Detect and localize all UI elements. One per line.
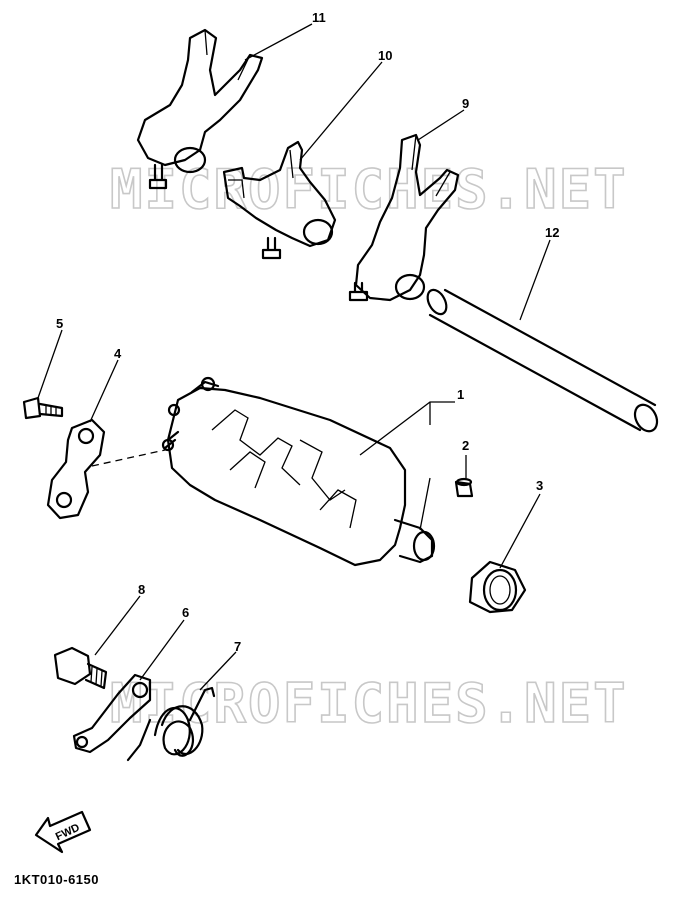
- callout-2: 2: [462, 438, 469, 453]
- fwd-arrow-icon: FWD: [34, 810, 92, 854]
- shift-fork-10: [222, 140, 337, 260]
- catalog-code: 1KT010-6150: [14, 872, 99, 887]
- callout-12: 12: [545, 225, 559, 240]
- pin-2: [454, 477, 474, 498]
- watermark-top: MICROFICHES.NET: [110, 158, 628, 221]
- guide-bar-12: [426, 288, 659, 433]
- callout-4: 4: [114, 346, 122, 361]
- callout-7: 7: [234, 639, 241, 654]
- callout-1: 1: [457, 387, 464, 402]
- bolt-8: [53, 646, 108, 690]
- callout-3: 3: [536, 478, 543, 493]
- stopper-lever-6: [72, 673, 152, 754]
- watermark-bottom: MICROFICHES.NET: [110, 672, 628, 735]
- torsion-spring-7: [126, 686, 216, 762]
- segment-plate-4: [46, 418, 106, 520]
- callout-9: 9: [462, 96, 469, 111]
- callout-11: 11: [312, 10, 326, 25]
- leader-lines: [37, 23, 551, 691]
- bearing-3: [468, 560, 527, 614]
- shift-fork-9: [348, 133, 460, 302]
- callout-8: 8: [138, 582, 145, 597]
- callout-numbers: 1 2 3 4 5 6 7 8 9 10 11 12: [56, 10, 559, 654]
- callout-6: 6: [182, 605, 189, 620]
- callout-10: 10: [378, 48, 392, 63]
- screw-5: [22, 396, 64, 420]
- callout-5: 5: [56, 316, 63, 331]
- shift-cam-1: [161, 376, 436, 567]
- shift-fork-11: [136, 28, 264, 190]
